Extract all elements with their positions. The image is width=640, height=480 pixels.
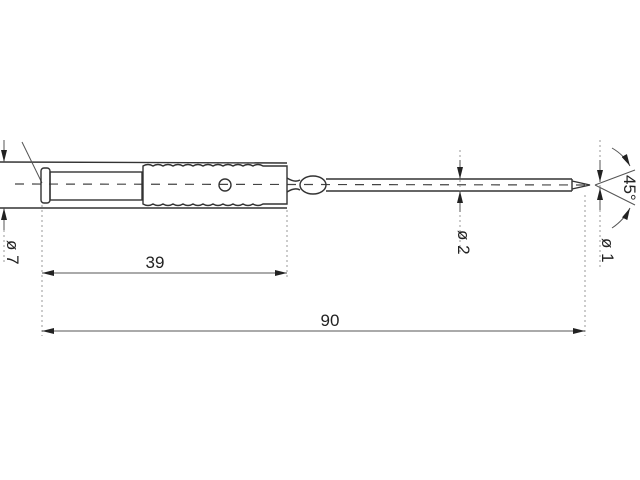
dimension-dia-2: ø 2 (454, 230, 473, 255)
dimension-arrows (0, 140, 631, 334)
probe-outline (0, 141, 591, 209)
dimension-90: 90 (321, 311, 340, 330)
logo-mark (218, 178, 232, 192)
extension-lines (3, 140, 636, 336)
dimension-dia-1: ø 1 (598, 238, 617, 263)
dimension-angle-45: 45° (620, 175, 639, 201)
dimension-dia-7: ø 7 (3, 240, 22, 265)
dimension-39: 39 (146, 253, 165, 272)
